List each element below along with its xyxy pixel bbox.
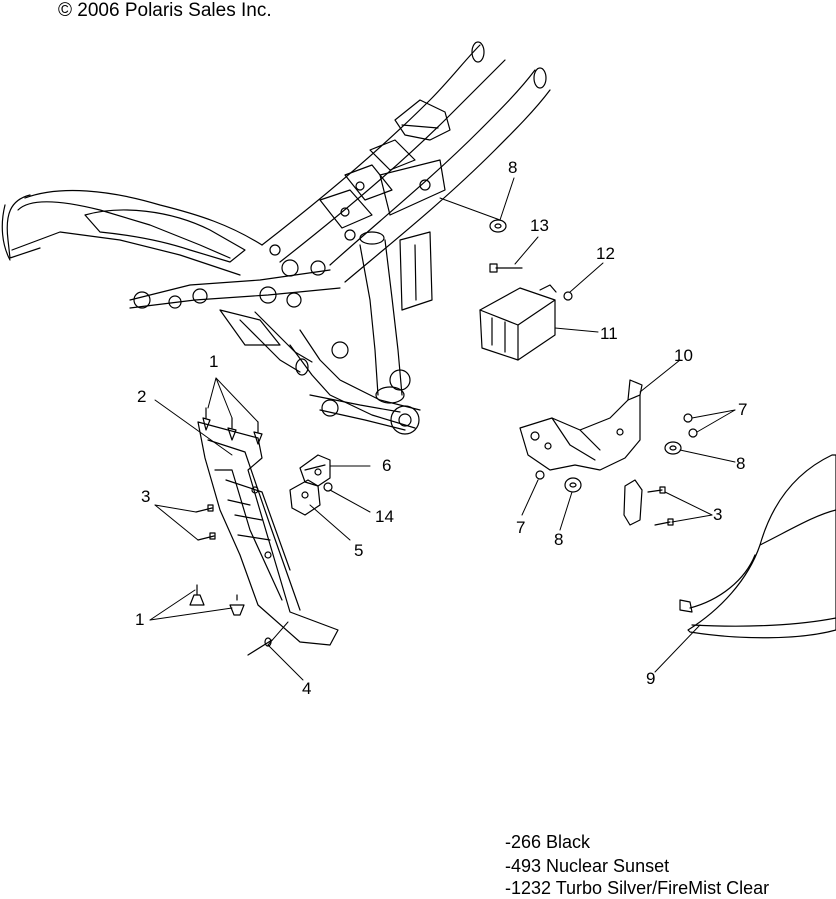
nut-7a xyxy=(683,413,693,423)
callout-7-right: 7 xyxy=(738,400,748,419)
callout-12: 12 xyxy=(596,244,615,263)
nut-7c xyxy=(535,470,545,480)
callout-3-right: 3 xyxy=(713,505,723,524)
callout-6: 6 xyxy=(382,456,392,475)
push-rivets-bottom xyxy=(189,584,245,616)
callout-3-left: 3 xyxy=(141,487,151,506)
callout-5: 5 xyxy=(354,541,364,560)
callout-4: 4 xyxy=(302,679,312,698)
grommet-8-lower xyxy=(564,477,582,493)
bracket-5 xyxy=(289,479,321,516)
right-side-cover xyxy=(679,454,836,639)
legend-color-turbo-silver: -1232 Turbo Silver/FireMist Clear xyxy=(505,878,770,898)
copyright-notice: © 2006 Polaris Sales Inc. xyxy=(58,0,272,21)
callout-9: 9 xyxy=(646,669,656,688)
left-side-cover xyxy=(197,421,339,646)
nut-7b xyxy=(688,428,698,438)
callout-8-lower: 8 xyxy=(554,530,564,549)
grommet-8-right xyxy=(664,441,682,455)
push-rivets-top xyxy=(202,407,263,445)
callout-7-lower: 7 xyxy=(516,518,526,537)
callout-10: 10 xyxy=(674,346,693,365)
bolt-13 xyxy=(489,263,523,273)
callout-2: 2 xyxy=(137,387,147,406)
callout-11: 11 xyxy=(600,324,618,343)
frame-assembly xyxy=(1,41,551,435)
callout-14: 14 xyxy=(375,507,394,526)
legend-color-nuclear-sunset: -493 Nuclear Sunset xyxy=(505,856,670,876)
screws-left xyxy=(195,504,216,541)
legend-color-black: -266 Black xyxy=(505,832,591,852)
mounting-bracket-10 xyxy=(519,379,643,471)
nut-12 xyxy=(563,291,573,301)
pin-fastener xyxy=(247,637,273,656)
ecu-module xyxy=(479,284,557,361)
nut-14 xyxy=(323,482,333,492)
clip-bracket-right xyxy=(623,479,674,526)
grommet-8-top xyxy=(489,219,507,233)
callout-13: 13 xyxy=(530,216,549,235)
callout-1-top: 1 xyxy=(209,352,219,371)
callout-1-bottom: 1 xyxy=(135,610,145,629)
callout-8-top: 8 xyxy=(508,158,518,177)
callout-8-right: 8 xyxy=(736,454,746,473)
leader-lines xyxy=(149,177,736,681)
